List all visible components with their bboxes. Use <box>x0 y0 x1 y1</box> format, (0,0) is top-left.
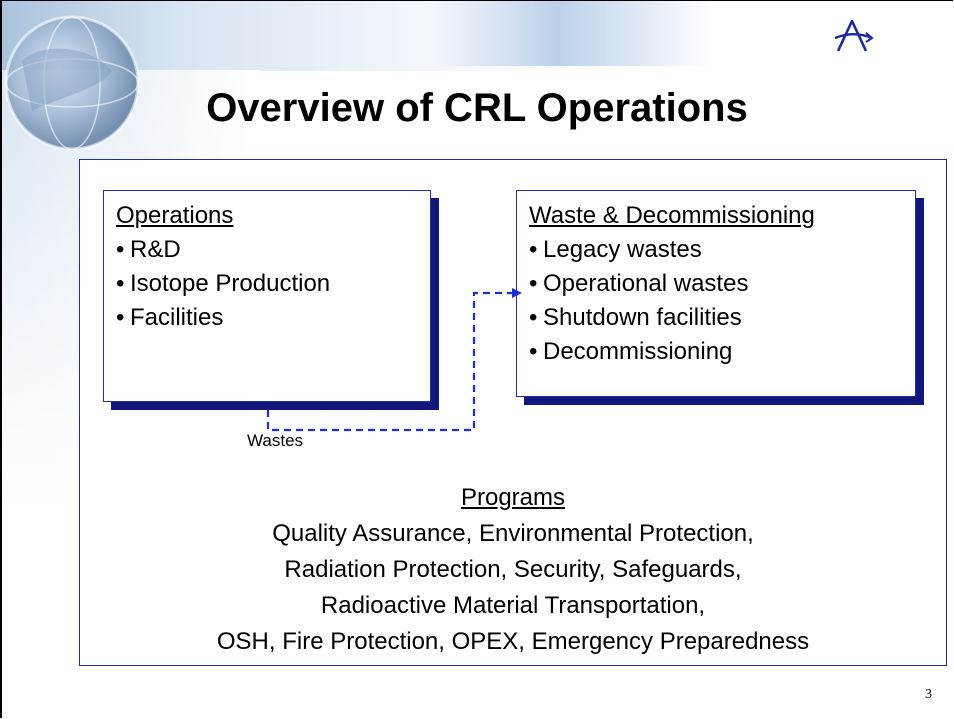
programs-line: Quality Assurance, Environmental Protect… <box>272 520 754 547</box>
programs-line: Radiation Protection, Security, Safeguar… <box>284 556 742 583</box>
operations-item: •R&D <box>116 236 181 263</box>
waste-title: Waste & Decommissioning <box>529 202 815 229</box>
operations-title: Operations <box>116 202 234 229</box>
page-number: 3 <box>925 687 932 702</box>
waste-item-label: Decommissioning <box>543 338 733 365</box>
globe-icon <box>4 15 140 151</box>
banner-streak <box>432 1 712 66</box>
header-banner <box>2 1 954 71</box>
operations-item: •Facilities <box>116 304 224 331</box>
waste-item: •Shutdown facilities <box>529 304 742 331</box>
waste-item: •Operational wastes <box>529 270 749 297</box>
programs-section: Programs Quality Assurance, Environmenta… <box>79 480 947 660</box>
waste-item-label: Operational wastes <box>543 270 749 297</box>
page-title: Overview of CRL Operations <box>206 86 748 130</box>
waste-item: •Decommissioning <box>529 338 733 365</box>
waste-item-label: Shutdown facilities <box>543 304 742 331</box>
waste-item-label: Legacy wastes <box>543 236 702 263</box>
operations-item: •Isotope Production <box>116 270 331 297</box>
wastes-flow-label: Wastes <box>247 431 304 450</box>
waste-decommissioning-box: Waste & Decommissioning •Legacy wastes •… <box>516 190 916 397</box>
aecl-logo-icon <box>834 19 874 52</box>
operations-item-label: Facilities <box>130 304 224 331</box>
operations-item-label: R&D <box>130 236 181 263</box>
operations-box: Operations •R&D •Isotope Production •Fac… <box>103 190 431 402</box>
programs-line: OSH, Fire Protection, OPEX, Emergency Pr… <box>216 628 810 655</box>
programs-line: Radioactive Material Transportation, <box>320 592 706 619</box>
waste-item: •Legacy wastes <box>529 236 702 263</box>
operations-item-label: Isotope Production <box>130 270 331 297</box>
programs-title: Programs <box>460 484 566 511</box>
